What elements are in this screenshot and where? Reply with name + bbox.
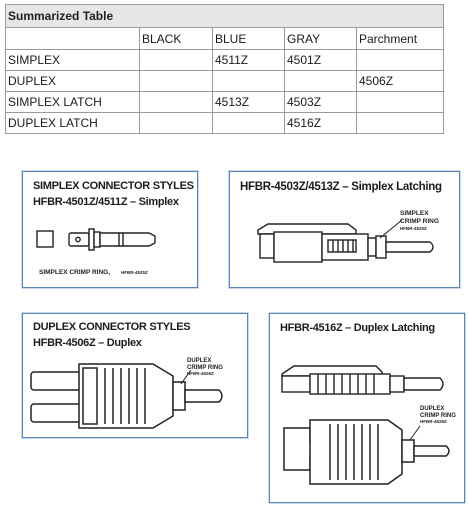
column-header: [5, 27, 140, 50]
column-header: GRAY: [284, 27, 357, 50]
crimp-ring-label: DUPLEX: [420, 406, 444, 412]
table-caption-row: Summarized Table: [4, 4, 445, 28]
table-cell: [139, 49, 213, 71]
table-cell: SIMPLEX: [5, 49, 140, 71]
table-cell: 4506Z: [355, 70, 445, 92]
column-header: BLACK: [139, 27, 213, 50]
panel-title: HFBR-4516Z – Duplex Latching: [280, 322, 435, 334]
table-cell: [212, 112, 285, 134]
summary-table: Summarized Table BLACK BLUE GRAY Parchme…: [4, 4, 445, 134]
crimp-ring-part: HFBR-4526Z: [187, 371, 214, 376]
table-cell: [355, 91, 445, 113]
table-header-row: BLACK BLUE GRAY Parchment: [5, 27, 445, 50]
crimp-ring-part: HFBR-4525Z: [121, 270, 148, 275]
table-cell: 4516Z: [284, 112, 357, 134]
table-cell: [284, 70, 357, 92]
panel-subtitle: HFBR-4501Z/4511Z – Simplex: [33, 196, 179, 208]
panel-title: DUPLEX CONNECTOR STYLES: [33, 321, 191, 333]
table-cell: DUPLEX: [5, 70, 140, 92]
table-cell: [355, 49, 445, 71]
table-cell: [212, 70, 285, 92]
table-cell: 4511Z: [212, 49, 285, 71]
crimp-ring-label: DUPLEX: [187, 358, 211, 364]
crimp-ring-part: HFBR-4526Z: [420, 419, 447, 424]
simplex-connector-panel: SIMPLEX CONNECTOR STYLES HFBR-4501Z/4511…: [22, 171, 198, 288]
table-cell: [355, 112, 445, 134]
table-cell: 4501Z: [284, 49, 357, 71]
simplex-latching-panel: HFBR-4503Z/4513Z – Simplex Latching SIMP…: [229, 171, 460, 288]
table-cell: SIMPLEX LATCH: [5, 91, 140, 113]
crimp-ring-label: CRIMP RING: [400, 218, 439, 225]
crimp-ring-label: CRIMP RING: [420, 413, 456, 419]
table-cell: [139, 91, 213, 113]
crimp-ring-part: HFBR-4525Z: [400, 226, 427, 231]
column-header: BLUE: [212, 27, 285, 50]
table-caption: Summarized Table: [4, 4, 445, 28]
duplex-connector-drawing: DUPLEX CRIMP RING HFBR-4526Z: [30, 358, 223, 429]
crimp-ring-label: CRIMP RING: [187, 365, 223, 371]
table-row: SIMPLEX 4511Z 4501Z: [5, 49, 445, 71]
column-header: Parchment: [355, 27, 445, 50]
table-row: DUPLEX 4506Z: [5, 70, 445, 92]
table-cell: DUPLEX LATCH: [5, 112, 140, 134]
table-row: SIMPLEX LATCH 4513Z 4503Z: [5, 91, 445, 113]
duplex-latching-panel: HFBR-4516Z – Duplex Latching DUPLEX: [269, 313, 465, 503]
table-cell: [139, 70, 213, 92]
panel-title: HFBR-4503Z/4513Z – Simplex Latching: [240, 181, 442, 193]
crimp-ring-label: SIMPLEX CRIMP RING,: [39, 269, 110, 276]
table-row: DUPLEX LATCH 4516Z: [5, 112, 445, 134]
duplex-latching-drawing: DUPLEX CRIMP RING HFBR-4526Z: [281, 365, 456, 485]
table-cell: 4513Z: [212, 91, 285, 113]
table-cell: [139, 112, 213, 134]
crimp-ring-label: SIMPLEX: [400, 210, 429, 217]
simplex-latching-drawing: SIMPLEX CRIMP RING HFBR-4525Z: [257, 210, 439, 263]
duplex-connector-panel: DUPLEX CONNECTOR STYLES HFBR-4506Z – Dup…: [22, 313, 248, 438]
table-cell: 4503Z: [284, 91, 357, 113]
panel-subtitle: HFBR-4506Z – Duplex: [33, 337, 142, 349]
panel-title: SIMPLEX CONNECTOR STYLES: [33, 180, 194, 192]
simplex-connector-drawing: SIMPLEX CRIMP RING, HFBR-4525Z: [36, 228, 156, 276]
